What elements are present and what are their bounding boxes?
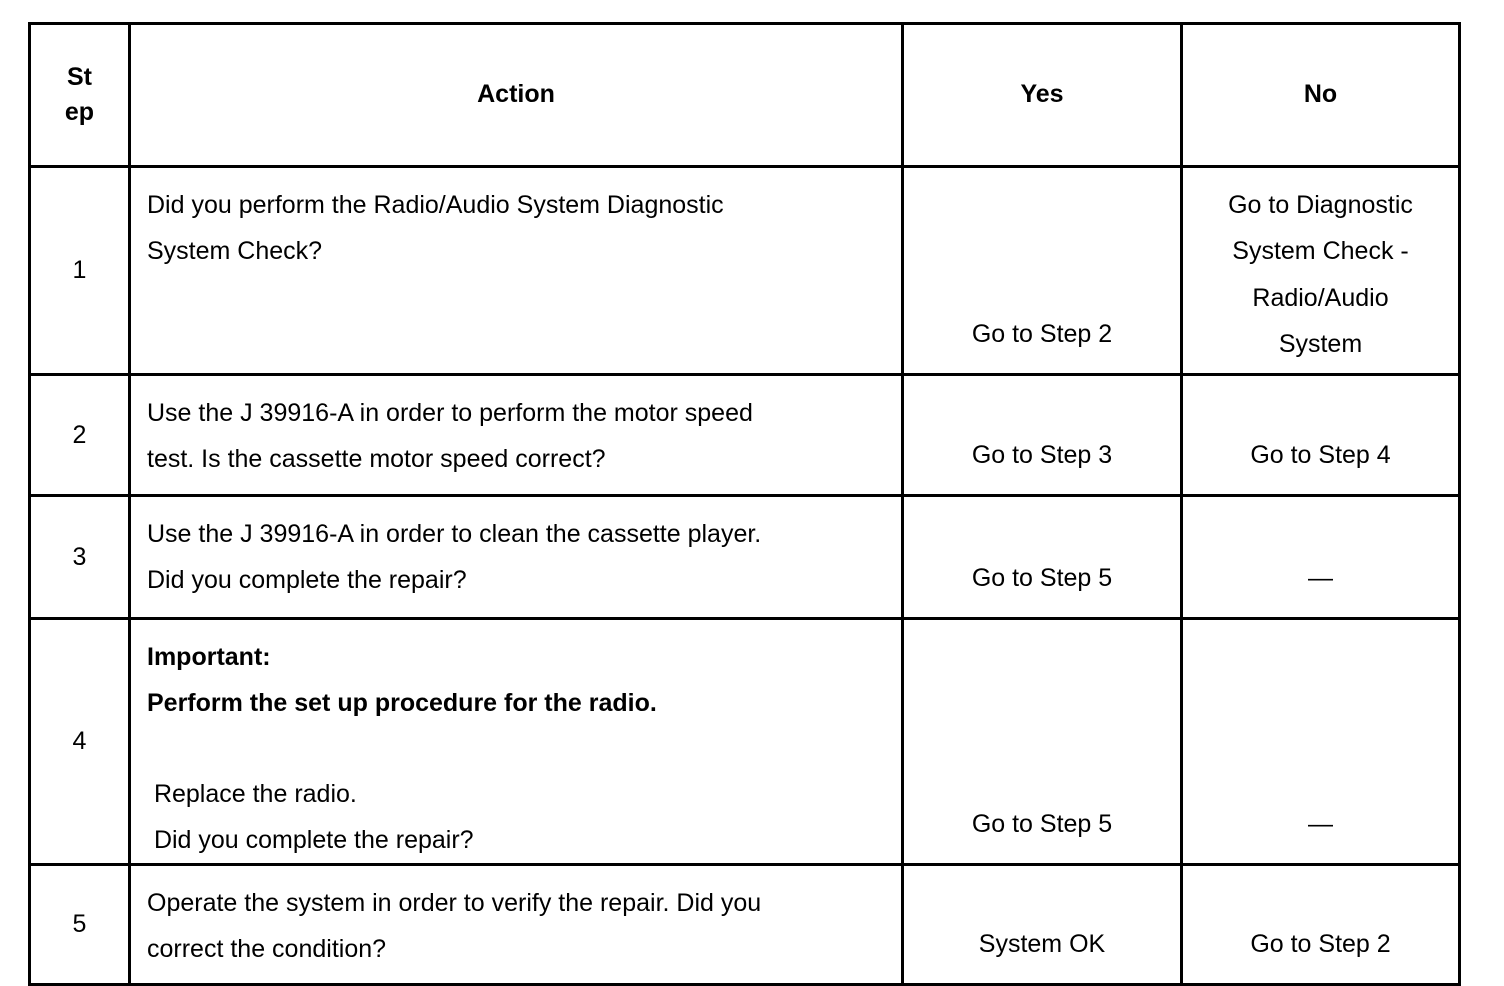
no-cell: — [1180,494,1461,620]
action-line: test. Is the cassette motor speed correc… [147,445,606,474]
table-row: 5 Operate the system in order to verify … [28,863,1461,986]
yes-answer: Go to Step 3 [904,376,1180,494]
no-answer: Go to Diagnostic System Check - Radio/Au… [1183,168,1458,373]
action-line: correct the condition? [147,935,387,964]
step-number-cell: 4 [28,617,131,866]
column-header-no-label: No [1303,80,1338,109]
column-header-step-line1: St [67,62,92,91]
action-text: Did you perform the Radio/Audio System D… [131,168,901,373]
action-line-important-body: Perform the set up procedure for the rad… [147,689,657,718]
step-number: 1 [72,256,87,284]
no-answer: — [1183,620,1458,863]
step-number: 5 [72,910,87,938]
column-header-yes: Yes [901,22,1183,168]
step-number-cell: 1 [28,165,131,376]
action-line: Replace the radio. [147,779,357,808]
yes-line: Go to Step 2 [971,319,1113,348]
no-line: Go to Diagnostic [1228,191,1413,219]
table-row: 4 Important: Perform the set up procedur… [28,617,1461,866]
yes-cell: Go to Step 5 [901,617,1183,866]
column-header-action: Action [128,22,904,168]
yes-cell: Go to Step 5 [901,494,1183,620]
yes-cell: Go to Step 2 [901,165,1183,376]
no-cell: Go to Diagnostic System Check - Radio/Au… [1180,165,1461,376]
no-cell: Go to Step 4 [1180,373,1461,497]
yes-answer: Go to Step 5 [904,620,1180,863]
no-answer: Go to Step 4 [1183,376,1458,494]
no-line: System [1278,329,1363,358]
no-line: Radio/Audio [1252,283,1389,312]
step-number-cell: 5 [28,863,131,986]
yes-answer: Go to Step 2 [904,168,1180,373]
no-line: — [1308,563,1333,592]
action-text: Operate the system in order to verify th… [131,866,901,983]
table-row: 1 Did you perform the Radio/Audio System… [28,165,1461,376]
column-header-yes-label: Yes [1020,80,1064,109]
action-cell: Use the J 39916-A in order to perform th… [128,373,904,497]
column-header-action-label: Action [477,80,555,109]
yes-answer: Go to Step 5 [904,497,1180,617]
action-line: Did you complete the repair? [147,566,467,595]
table-header-row: St ep Action Yes No [28,22,1461,168]
step-number: 3 [72,542,87,571]
table-row: 3 Use the J 39916-A in order to clean th… [28,494,1461,620]
action-text: Use the J 39916-A in order to perform th… [131,376,901,494]
action-text: Use the J 39916-A in order to clean the … [131,497,901,617]
yes-line: Go to Step 5 [971,809,1113,838]
action-line: System Check? [147,237,323,266]
table-body: St ep Action Yes No [28,22,1461,986]
action-line: Did you complete the repair? [147,825,474,854]
yes-cell: System OK [901,863,1183,986]
yes-cell: Go to Step 3 [901,373,1183,497]
column-header-step: St ep [28,22,131,168]
action-cell: Important: Perform the set up procedure … [128,617,904,866]
action-line: Operate the system in order to verify th… [147,889,762,917]
step-number-cell: 2 [28,373,131,497]
action-cell: Operate the system in order to verify th… [128,863,904,986]
yes-line: Go to Step 3 [971,440,1113,469]
action-spacer [147,727,891,771]
no-line: — [1308,809,1333,838]
step-number: 4 [72,727,87,755]
column-header-no: No [1180,22,1461,168]
action-line: Use the J 39916-A in order to perform th… [147,399,753,427]
no-line: Go to Step 4 [1250,440,1391,469]
action-text: Important: Perform the set up procedure … [131,620,901,863]
diagnostic-procedure-table: St ep Action Yes No [28,22,1461,986]
no-line: Go to Step 2 [1250,929,1391,958]
no-line: System Check - [1232,237,1409,266]
no-answer: — [1183,497,1458,617]
action-line: Use the J 39916-A in order to clean the … [147,520,762,548]
action-cell: Use the J 39916-A in order to clean the … [128,494,904,620]
step-number-cell: 3 [28,494,131,620]
yes-answer: System OK [904,866,1180,983]
no-answer: Go to Step 2 [1183,866,1458,983]
yes-line: System OK [978,929,1106,958]
step-number: 2 [72,420,87,449]
yes-line: Go to Step 5 [971,563,1113,592]
action-line: Did you perform the Radio/Audio System D… [147,191,724,219]
action-line-important-label: Important: [147,643,271,671]
table-row: 2 Use the J 39916-A in order to perform … [28,373,1461,497]
no-cell: — [1180,617,1461,866]
column-header-step-line2: ep [64,98,95,126]
action-cell: Did you perform the Radio/Audio System D… [128,165,904,376]
no-cell: Go to Step 2 [1180,863,1461,986]
